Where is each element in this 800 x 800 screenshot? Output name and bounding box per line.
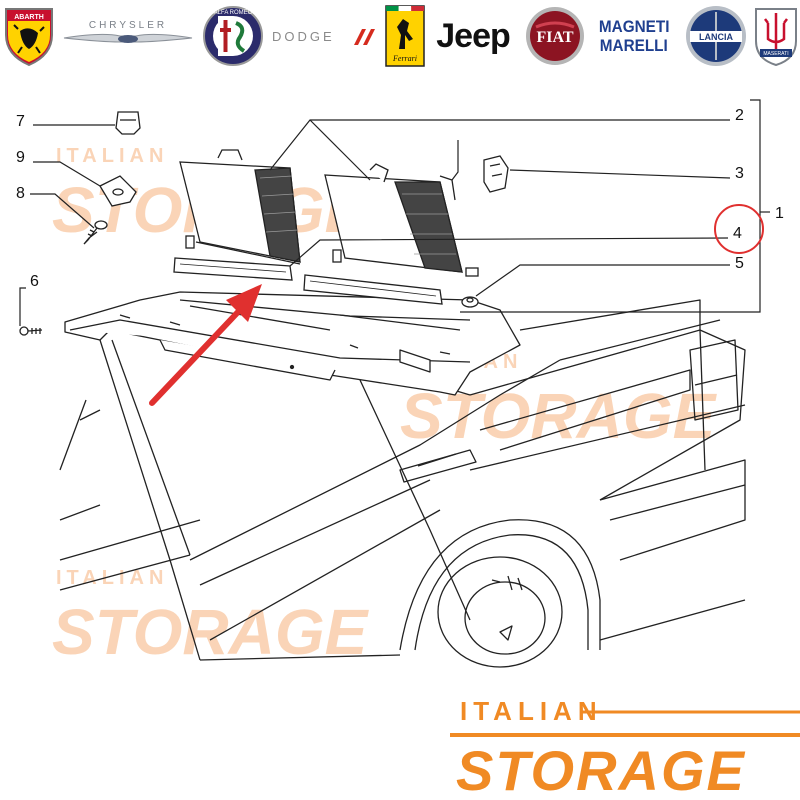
callout-numbers: 7 9 8 6 2 3 1 4 5: [16, 107, 784, 290]
magneti-marelli-logo-line1: MAGNETI: [598, 17, 670, 36]
part-5-nut: [461, 296, 479, 308]
dodge-logo: DODGE: [268, 4, 378, 68]
red-pointer-arrow: [149, 284, 262, 406]
part-8-screw: [83, 220, 108, 245]
magneti-marelli-logo-line2: MARELLI: [599, 36, 668, 55]
lancia-logo: LANCIA: [684, 4, 748, 68]
callout-7: 7: [16, 113, 25, 130]
jeep-logo: Jeep: [428, 4, 518, 68]
maserati-logo-text: MASERATI: [763, 51, 788, 57]
callout-4: 4: [733, 225, 742, 242]
brand-logo-bar: ABARTH CHRYSLER ALFA ROMEO: [0, 0, 800, 78]
callout-8: 8: [16, 185, 25, 202]
fiat-logo-text: FIAT: [536, 29, 573, 46]
callout-1: 1: [775, 205, 784, 222]
maserati-logo: MASERATI: [752, 4, 800, 68]
footer-logo-line2: STORAGE: [456, 739, 746, 800]
callout-5: 5: [735, 255, 744, 272]
italian-storage-logo: ITALIAN STORAGE: [440, 690, 800, 800]
jeep-logo-text: Jeep: [436, 16, 510, 55]
parcel-shelf: [64, 291, 521, 396]
chrysler-logo: CHRYSLER: [62, 4, 194, 68]
part-3-bracket: [483, 155, 509, 193]
footer-logo-line1: ITALIAN: [460, 696, 603, 726]
car-body: [59, 299, 746, 668]
alfa-romeo-logo: ALFA ROMEO: [202, 4, 264, 68]
part-4-rail-strips: [173, 257, 443, 305]
ferrari-logo-text: Ferrari: [392, 54, 417, 63]
part-9-nut-plate: [99, 175, 137, 207]
callout-6: 6: [30, 273, 39, 290]
part-4-highlight-circle: [714, 204, 764, 254]
watermark-line1-top: ITALIAN: [56, 145, 168, 167]
part-2-right-sunblind: [324, 163, 479, 277]
abarth-logo: ABARTH: [0, 4, 58, 68]
part-6-small-screw: [19, 326, 43, 336]
watermark-line2-bottom: STORAGE: [52, 596, 370, 668]
callout-9: 9: [16, 149, 25, 166]
ferrari-logo: Ferrari: [384, 4, 426, 68]
magneti-marelli-logo: MAGNETI MARELLI: [588, 4, 680, 68]
watermark-line1-bottom: ITALIAN: [56, 567, 168, 589]
fiat-logo: FIAT: [524, 4, 586, 68]
abarth-logo-text: ABARTH: [14, 14, 44, 21]
alfa-romeo-logo-text: ALFA ROMEO: [214, 10, 253, 16]
chrysler-logo-text: CHRYSLER: [89, 20, 167, 31]
lancia-logo-text: LANCIA: [699, 32, 733, 42]
callout-3: 3: [735, 165, 744, 182]
dodge-logo-text: DODGE: [272, 29, 335, 44]
parts-diagram: ITALIAN STORAGE ITALIAN STORAGE ITALIAN …: [16, 99, 784, 668]
callout-2: 2: [735, 107, 744, 124]
leader-lines: [19, 99, 770, 326]
part-7-clip: [115, 111, 141, 135]
part-2-left-sunblind: [179, 149, 301, 265]
